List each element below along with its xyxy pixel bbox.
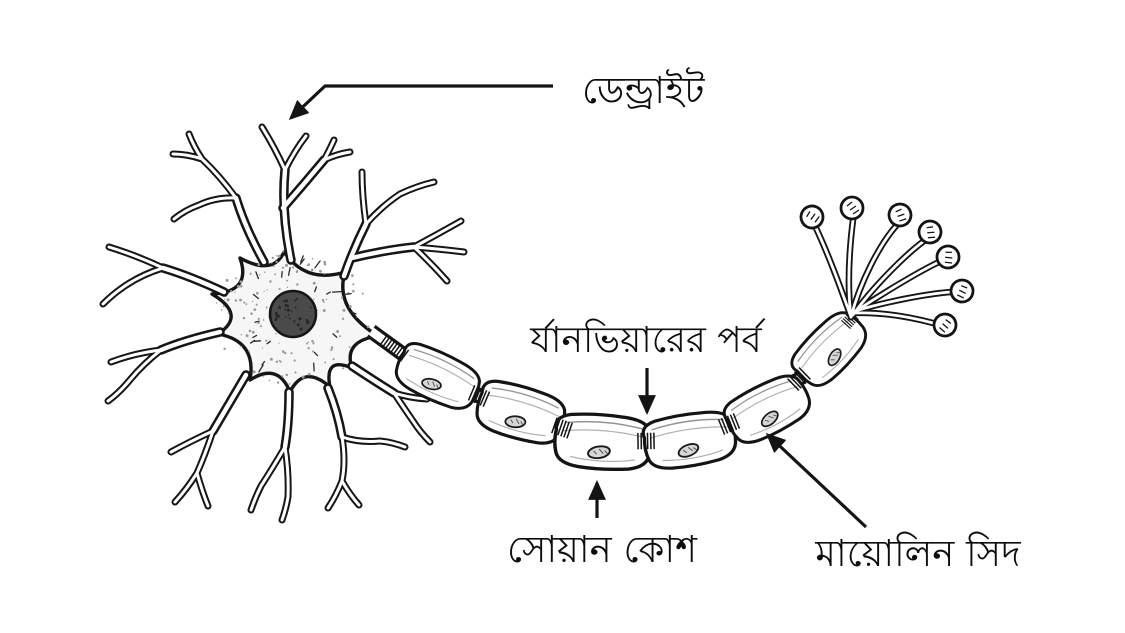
nucleus-stipple-texture bbox=[274, 297, 312, 331]
schwann-cell-label: সোয়ান কোশ bbox=[507, 528, 698, 571]
synaptic-bouton bbox=[885, 200, 915, 230]
synaptic-bouton bbox=[945, 274, 979, 308]
axon-terminal bbox=[796, 195, 979, 340]
node-of-ranvier-label: র্যানভিয়ারের পর্ব bbox=[529, 318, 766, 361]
myelin-sheath-label: মায়োলিন সিদ bbox=[814, 532, 1021, 575]
synaptic-bouton bbox=[796, 201, 828, 233]
nucleus bbox=[268, 289, 318, 339]
synaptic-bouton bbox=[839, 195, 865, 221]
dendrite-arrow bbox=[288, 84, 553, 121]
cytoplasm-dashes bbox=[249, 255, 357, 373]
synaptic-bouton bbox=[930, 310, 960, 340]
synaptic-bouton bbox=[931, 240, 965, 274]
myelin-sheath-arrow bbox=[765, 432, 868, 529]
dendrite-label: ডেন্ড্রাইট bbox=[582, 67, 705, 112]
